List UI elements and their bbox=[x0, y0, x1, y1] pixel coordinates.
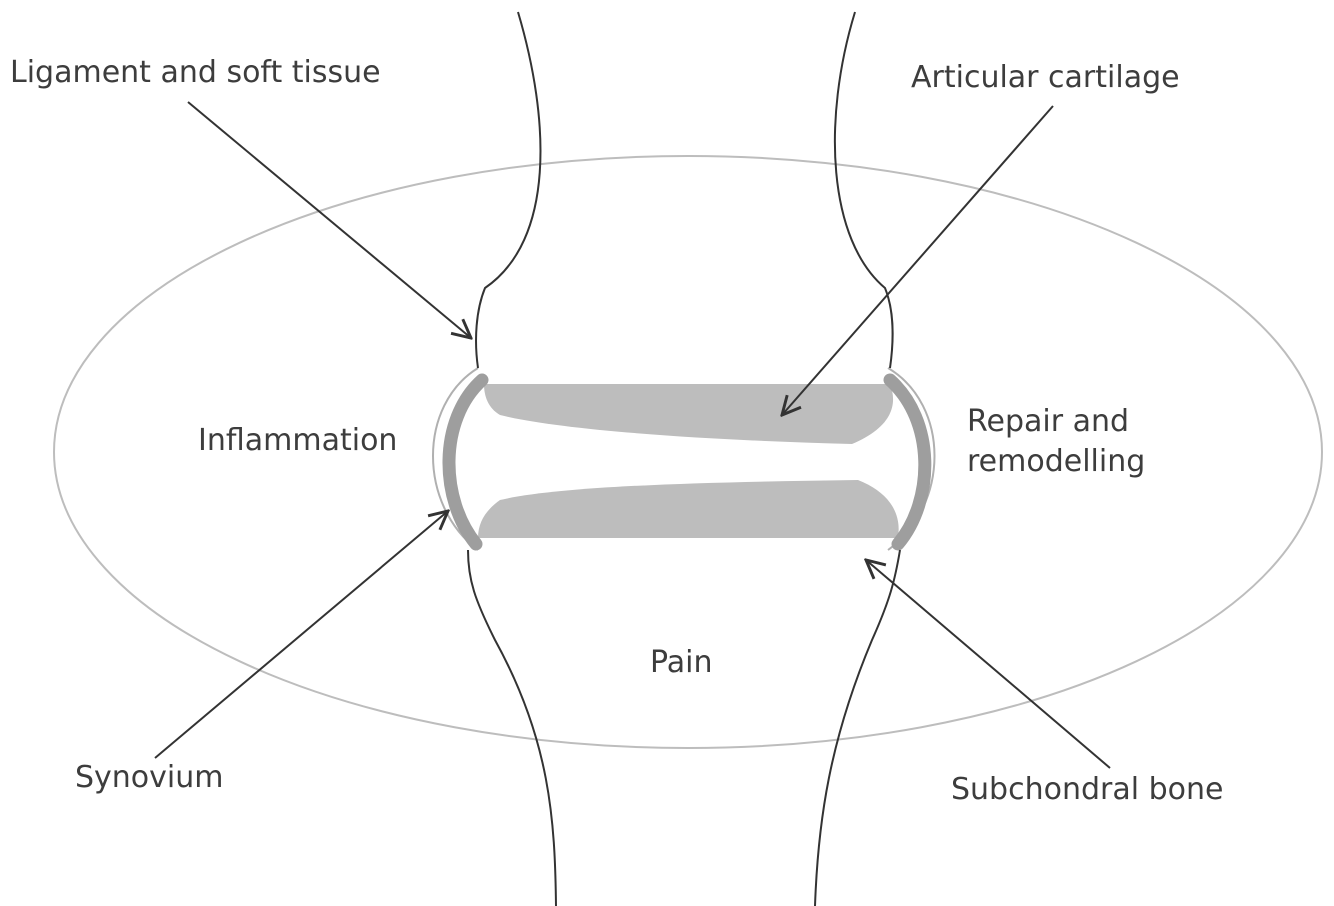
synovium-band-left bbox=[449, 380, 482, 544]
synovium-arrow bbox=[155, 511, 448, 758]
articular-cartilage-label: Articular cartilage bbox=[911, 58, 1180, 98]
synovium-label: Synovium bbox=[75, 758, 224, 798]
subchondral-bone-label: Subchondral bone bbox=[951, 770, 1223, 810]
repair-line-2: remodelling bbox=[967, 442, 1145, 482]
upper-bone-right-edge bbox=[835, 12, 893, 368]
pain-label: Pain bbox=[650, 643, 712, 683]
subchondral-arrow bbox=[866, 560, 1110, 768]
lower-bone-left-edge bbox=[468, 550, 556, 906]
ligament-label: Ligament and soft tissue bbox=[10, 53, 381, 93]
repair-remodelling-label: Repair and remodelling bbox=[967, 402, 1145, 482]
cartilage-lower bbox=[478, 480, 899, 538]
upper-bone-left-edge bbox=[476, 12, 540, 368]
ligament-arrow bbox=[188, 102, 471, 338]
repair-line-1: Repair and bbox=[967, 402, 1145, 442]
cartilage-upper bbox=[484, 384, 893, 444]
inflammation-label: Inflammation bbox=[198, 421, 397, 461]
cartilage-arrow bbox=[782, 106, 1053, 415]
lower-bone-right-edge bbox=[815, 550, 900, 906]
